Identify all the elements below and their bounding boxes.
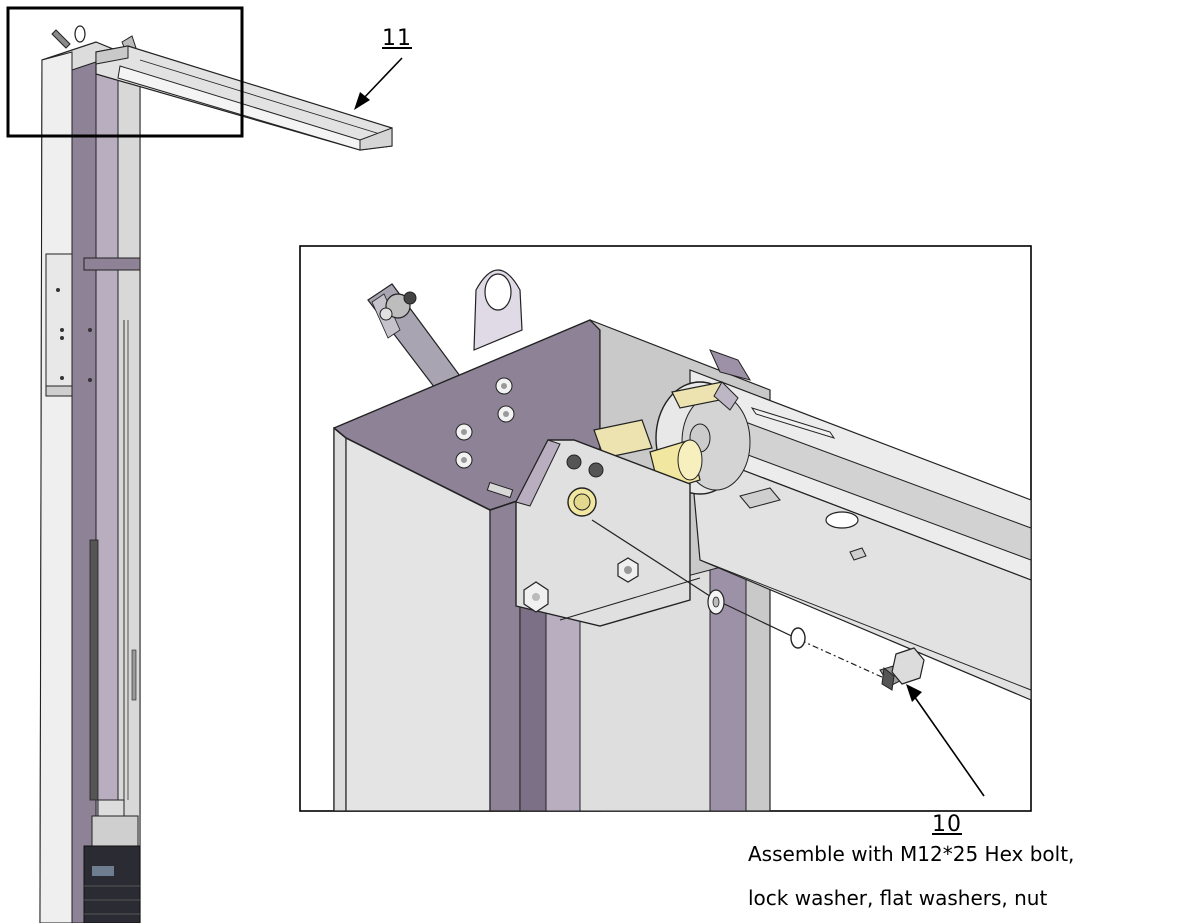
detail-callout-box [6,6,244,138]
part-number-11: 11 [382,26,412,51]
cross-arm-part-11 [95,45,393,151]
assembly-instruction-line-1: Assemble with M12*25 Hex bolt, [748,842,1075,866]
leader-arrow-11 [354,57,403,110]
detail-inset [299,245,1032,812]
tension-link [367,283,461,393]
exploded-fasteners [559,519,925,691]
hex-bolt [879,647,925,691]
wear-pads [593,381,739,459]
leader-arrow-10 [906,684,985,797]
back-wall-nuts [455,377,515,469]
assembly-instruction-line-2: lock washer, flat washers, nut [748,886,1048,910]
side-bracket-plate [515,439,691,627]
arm-beam [689,349,1032,701]
part-number-10: 10 [932,812,962,837]
column-post [39,41,141,923]
lifting-eye [473,269,523,351]
